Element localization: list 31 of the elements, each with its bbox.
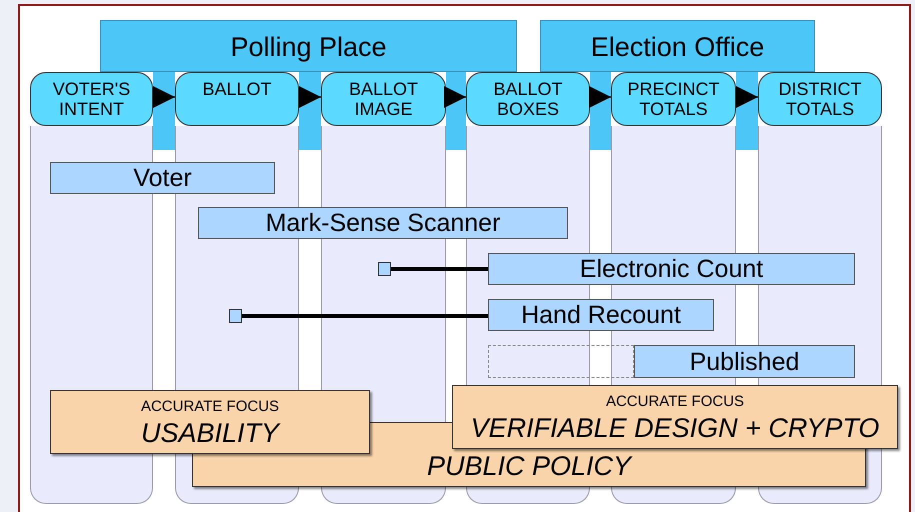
connector-line xyxy=(242,314,488,318)
column-header: BALLOT xyxy=(175,72,299,126)
focus-box xyxy=(50,390,370,454)
column-header: DISTRICT TOTALS xyxy=(758,72,882,126)
focus-label: ACCURATE FOCUS xyxy=(606,392,744,412)
component-bar: Electronic Count xyxy=(488,253,855,285)
focus-label: ACCURATE FOCUS xyxy=(140,397,280,417)
focus-box xyxy=(452,385,898,449)
group-title: Polling Place xyxy=(230,31,387,64)
arrow xyxy=(299,86,321,108)
focus-title: VERIFIABLE DESIGN + CRYPTO xyxy=(470,412,880,444)
column-header: BALLOT IMAGE xyxy=(321,72,446,126)
group-title: Election Office xyxy=(590,31,764,64)
component-bar: Hand Recount xyxy=(488,299,714,331)
column-header: BALLOT BOXES xyxy=(466,72,590,126)
component-bar: Mark-Sense Scanner xyxy=(198,207,568,239)
connector-square xyxy=(229,309,242,323)
component-bar: Voter xyxy=(50,162,275,194)
arrow xyxy=(153,86,175,108)
arrow xyxy=(736,86,758,108)
column-header: PRECINCT TOTALS xyxy=(611,72,736,126)
arrow xyxy=(589,86,611,108)
connector-line xyxy=(391,267,488,271)
group-band xyxy=(540,20,815,72)
arrow xyxy=(444,86,466,108)
component-bar: Published xyxy=(634,345,855,378)
connector-square xyxy=(378,262,391,276)
group-band xyxy=(100,20,517,72)
focus-title: PUBLIC POLICY xyxy=(426,450,632,482)
column-header: VOTER'S INTENT xyxy=(30,72,153,126)
focus-title: USABILITY xyxy=(140,417,280,449)
